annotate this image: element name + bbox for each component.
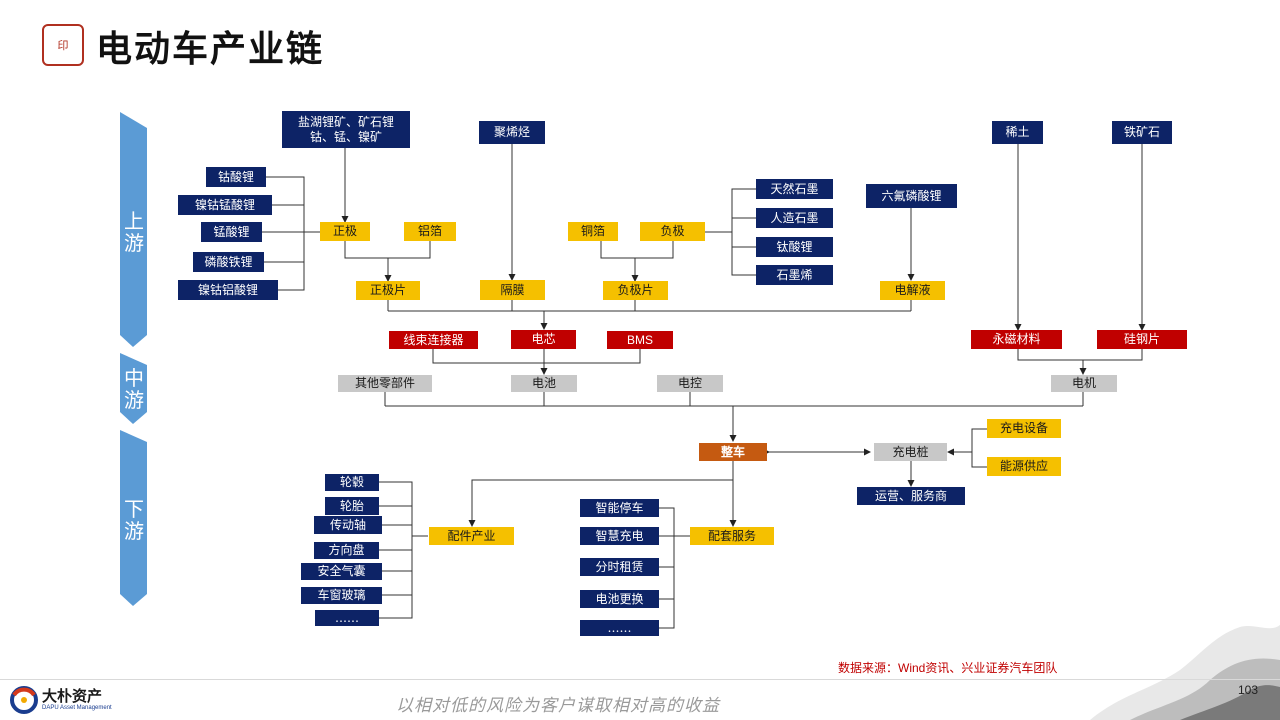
node-ecu: 电控 <box>657 375 723 392</box>
node-lithium-mine: 盐湖锂矿、矿石锂 钴、锰、镍矿 <box>282 111 410 148</box>
node-nca: 镍钴铝酸锂 <box>178 280 278 300</box>
node-cathode-sheet: 正极片 <box>356 281 420 300</box>
node-cu-foil: 铜箔 <box>568 222 618 241</box>
node-cell: 电芯 <box>511 330 576 349</box>
node-silicon-steel: 硅钢片 <box>1097 330 1187 349</box>
node-electrolyte: 电解液 <box>880 281 945 300</box>
node-parts-industry: 配件产业 <box>429 527 514 545</box>
node-hub: 轮毂 <box>325 474 379 491</box>
node-airbag: 安全气囊 <box>301 563 382 580</box>
footer-slogan: 以相对低的风险为客户谋取相对高的收益 <box>396 696 720 716</box>
phase-label-downstream: 下游 <box>124 497 144 543</box>
phase-label-upstream: 上游 <box>124 209 144 255</box>
downstream-phase-arrow <box>120 430 147 606</box>
upstream-phase-arrow <box>120 112 147 347</box>
ink-mountain-decoration <box>1090 625 1280 720</box>
page-title: 电动车产业链 <box>96 29 325 70</box>
node-anode-sheet: 负极片 <box>603 281 668 300</box>
node-rare-earth: 稀土 <box>992 121 1043 144</box>
node-operator: 运营、服务商 <box>857 487 965 505</box>
node-shaft: 传动轴 <box>314 516 382 534</box>
node-iron-ore: 铁矿石 <box>1112 121 1172 144</box>
node-polyolefin: 聚烯烃 <box>479 121 545 144</box>
node-steering: 方向盘 <box>314 542 379 559</box>
node-bms: BMS <box>607 331 673 349</box>
node-charging-pile: 充电桩 <box>874 443 947 461</box>
node-smart-charging: 智慧充电 <box>580 527 659 545</box>
node-services-more: …… <box>580 620 659 636</box>
data-source-note: 数据来源：Wind资讯、兴业证券汽车团队 <box>838 661 1058 675</box>
node-battery: 电池 <box>511 375 577 392</box>
node-vehicle: 整车 <box>699 443 767 461</box>
node-charging-equipment: 充电设备 <box>987 419 1061 438</box>
node-battery-swap: 电池更换 <box>580 590 659 608</box>
phase-label-midstream: 中游 <box>124 366 144 412</box>
node-glass: 车窗玻璃 <box>301 587 382 604</box>
node-lmo: 锰酸锂 <box>201 222 262 242</box>
node-smart-parking: 智能停车 <box>580 499 659 517</box>
node-anode: 负极 <box>640 222 705 241</box>
footer-divider <box>0 679 1280 680</box>
node-motor: 电机 <box>1051 375 1117 392</box>
node-separator: 隔膜 <box>480 280 545 300</box>
midstream-phase-arrow <box>120 353 147 424</box>
company-logo-icon <box>10 686 38 714</box>
node-nmc: 镍钴锰酸锂 <box>178 195 272 215</box>
node-al-foil: 铝箔 <box>404 222 456 241</box>
node-cathode: 正极 <box>320 222 370 241</box>
node-parts-more: …… <box>315 610 379 626</box>
node-natural-graphite: 天然石墨 <box>756 179 833 199</box>
company-name: 大朴资产 <box>42 687 103 705</box>
node-energy-supply: 能源供应 <box>987 457 1061 476</box>
node-lfp: 磷酸铁锂 <box>193 252 264 272</box>
company-seal-logo: 印 <box>42 24 84 66</box>
page-number: 103 <box>1238 683 1259 697</box>
node-magnet: 永磁材料 <box>971 330 1062 349</box>
node-lco: 钴酸锂 <box>206 167 266 187</box>
node-harness: 线束连接器 <box>389 331 478 349</box>
node-rental: 分时租赁 <box>580 558 659 576</box>
company-name-en: DAPU Asset Management <box>42 705 112 711</box>
node-services: 配套服务 <box>690 527 774 545</box>
node-tire: 轮胎 <box>325 497 379 515</box>
node-other-parts: 其他零部件 <box>338 375 432 392</box>
node-lto: 钛酸锂 <box>756 237 833 257</box>
node-graphene: 石墨烯 <box>756 265 833 285</box>
node-artificial-graphite: 人造石墨 <box>756 208 833 228</box>
node-lipf6: 六氟磷酸锂 <box>866 184 957 208</box>
